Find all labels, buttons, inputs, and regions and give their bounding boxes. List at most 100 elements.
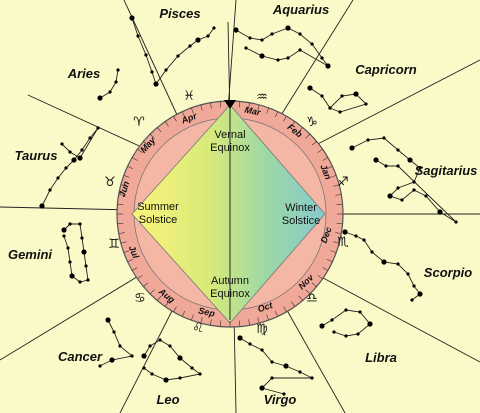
tick-mark [181,111,186,118]
autumn-label-line2: Equinox [210,288,250,300]
star-dot [248,36,252,40]
star-dot [400,198,404,202]
tick-mark [266,107,269,114]
star-dot [332,330,336,334]
scorpio-constellation-figure [342,229,423,302]
star-dot [233,27,239,33]
star-dot [86,278,90,282]
star-dot [340,94,344,98]
tick-mark [333,184,340,187]
star-dot [237,335,243,341]
star-dot [116,68,120,72]
zodiac-glyphs: ♓ ♒ ♑ ♐ ♏ ♎ ♍ ♌ ♋ ♊ ♉ ♈ [104,89,349,337]
star-dot [407,157,413,163]
tick-mark [330,175,337,178]
star-dot [148,344,152,348]
summer-label-line2: Solstice [139,214,178,226]
star-dot [190,366,194,370]
winter-label-line2: Solstice [282,215,321,227]
star-dot [396,148,400,152]
star-dot [344,308,348,312]
pisces-constellation-figure [129,15,216,87]
tick-mark [200,104,203,111]
libra-glyph-icon: ♎ [306,291,318,306]
star-dot [384,164,388,168]
scorpio-constellation-lines [344,231,421,301]
tick-mark [120,184,127,187]
sagittarius-name: Sagitarius [415,163,478,178]
month-label: Oct [256,300,274,314]
star-dot [370,250,374,254]
pisces-glyph-icon: ♓ [183,89,195,104]
tick-mark [322,157,329,161]
tick-mark [335,232,342,234]
tick-mark [118,232,125,234]
star-dot [412,180,416,184]
star-dot [150,70,154,74]
sagittarius-glyph-icon: ♐ [337,175,349,190]
star-dot [56,176,60,180]
star-dot [354,234,358,238]
capricorn-constellation-figure [307,85,368,114]
star-dot [362,238,366,242]
taurus-constellation-figure [39,126,100,209]
tick-mark [291,301,296,307]
star-dot [270,360,274,364]
tick-mark [283,115,287,122]
star-dot [325,63,331,69]
tick-mark [117,223,124,225]
star-dot [60,142,64,146]
tick-mark [274,111,279,118]
tick-mark [305,289,311,295]
star-dot [195,37,201,43]
tick-mark [127,165,134,170]
gemini-constellation-lines [63,223,89,283]
tick-mark [173,306,177,313]
tick-mark [336,203,343,205]
cancer-glyph-icon: ♋ [134,291,146,306]
star-dot [307,85,313,91]
autumn-label-line1: Autumn [211,275,249,287]
star-dot [412,284,416,288]
star-dot [39,203,45,209]
gemini-glyph-icon: ♊ [108,237,120,252]
star-dot [114,80,118,84]
pointer-marker [224,100,236,109]
star-dot [367,321,373,327]
star-dot [141,353,147,359]
star-dot [105,317,111,323]
tick-mark [311,141,317,146]
star-dot [286,56,290,60]
star-dot [68,150,72,154]
star-dot [342,229,348,235]
star-dot [176,54,180,58]
vernal-label-line2: Equinox [210,142,250,154]
star-dot [330,318,334,322]
month-label: Jun [117,179,132,198]
star-dot [298,370,302,374]
star-dot [366,138,370,142]
leo-glyph-icon: ♌ [192,321,204,336]
tick-mark [131,267,138,271]
tick-mark [123,175,130,178]
star-dot [78,280,82,284]
star-dot [338,110,342,114]
star-dot [418,166,422,170]
tick-mark [219,320,221,327]
star-dot [150,372,154,376]
star-dot [88,136,92,140]
star-dot [381,259,387,265]
star-dot [356,332,360,336]
star-dot [410,298,414,302]
star-dot [206,34,210,38]
star-dot [412,188,416,192]
star-dot [164,68,168,72]
tick-mark [239,101,241,108]
star-dot [285,25,291,31]
winter-label-line1: Winter [285,202,317,214]
star-dot [349,145,355,151]
star-dot [260,348,264,352]
month-label: Mar [244,105,262,118]
star-dot [320,94,324,98]
